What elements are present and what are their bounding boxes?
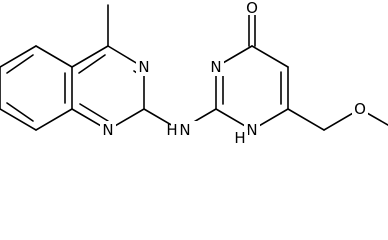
atom-o-ether: O [354, 100, 366, 118]
chemical-structure-diagram: N N H N N N H O O [0, 0, 388, 147]
bond [35, 108, 73, 131]
bond [251, 45, 289, 68]
atom-nh-linker-h: H [166, 121, 177, 139]
atom-o-carbonyl: O [246, 0, 258, 17]
atom-nh-ring-h: H [234, 129, 245, 147]
benzo-ring [0, 45, 73, 131]
bond [287, 108, 325, 131]
methoxymethyl-chain [287, 108, 388, 131]
atom-n-quin-bottom: N [102, 121, 113, 139]
bond [0, 108, 37, 131]
bond [107, 45, 139, 65]
bond [35, 45, 73, 68]
double-bond-inner [78, 54, 106, 74]
atom-n-pyr-top: N [210, 58, 221, 76]
atom-nh-linker-n: N [179, 121, 190, 139]
atom-labels: N N H N N N H O O [100, 0, 368, 147]
quinazoline-pyrimidine-ring [71, 4, 145, 131]
atom-nh-ring-n: N [246, 121, 257, 139]
atom-n-quin-top: N [138, 58, 149, 76]
double-bond-inner [79, 103, 109, 122]
double-bond-inner [6, 54, 34, 74]
pyrimidinone-ring [215, 13, 289, 131]
bond [0, 45, 37, 68]
double-bond-inner [6, 102, 34, 122]
bond [71, 45, 109, 68]
